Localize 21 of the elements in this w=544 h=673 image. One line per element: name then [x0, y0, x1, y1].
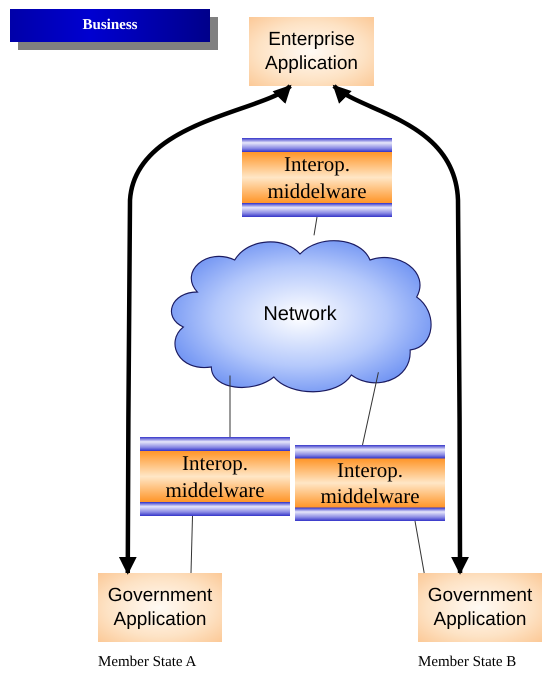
box-label: Government Application	[106, 584, 214, 632]
band-label: Interop. middelware	[164, 450, 266, 503]
state-label: Member State A	[98, 654, 196, 671]
band-label: Interop. middelware	[319, 456, 421, 510]
cloud-label: Network	[263, 302, 337, 327]
application-box	[249, 17, 374, 86]
connector-line	[190, 516, 193, 574]
connector-line	[314, 216, 318, 236]
banner-title: Business	[82, 16, 138, 35]
box-label: Enterprise Application	[264, 28, 359, 76]
middleware-band	[295, 445, 445, 521]
box-label: Government Application	[426, 584, 534, 632]
connector-line	[414, 520, 425, 574]
state-label: Member State B	[418, 654, 516, 671]
middleware-band	[242, 138, 392, 217]
band-label: Interop. middelware	[266, 151, 368, 204]
connector-line	[362, 372, 379, 446]
flow-arrow	[118, 84, 292, 575]
title-banner	[10, 9, 210, 42]
middleware-band	[140, 437, 290, 516]
flow-arrow	[332, 84, 470, 575]
